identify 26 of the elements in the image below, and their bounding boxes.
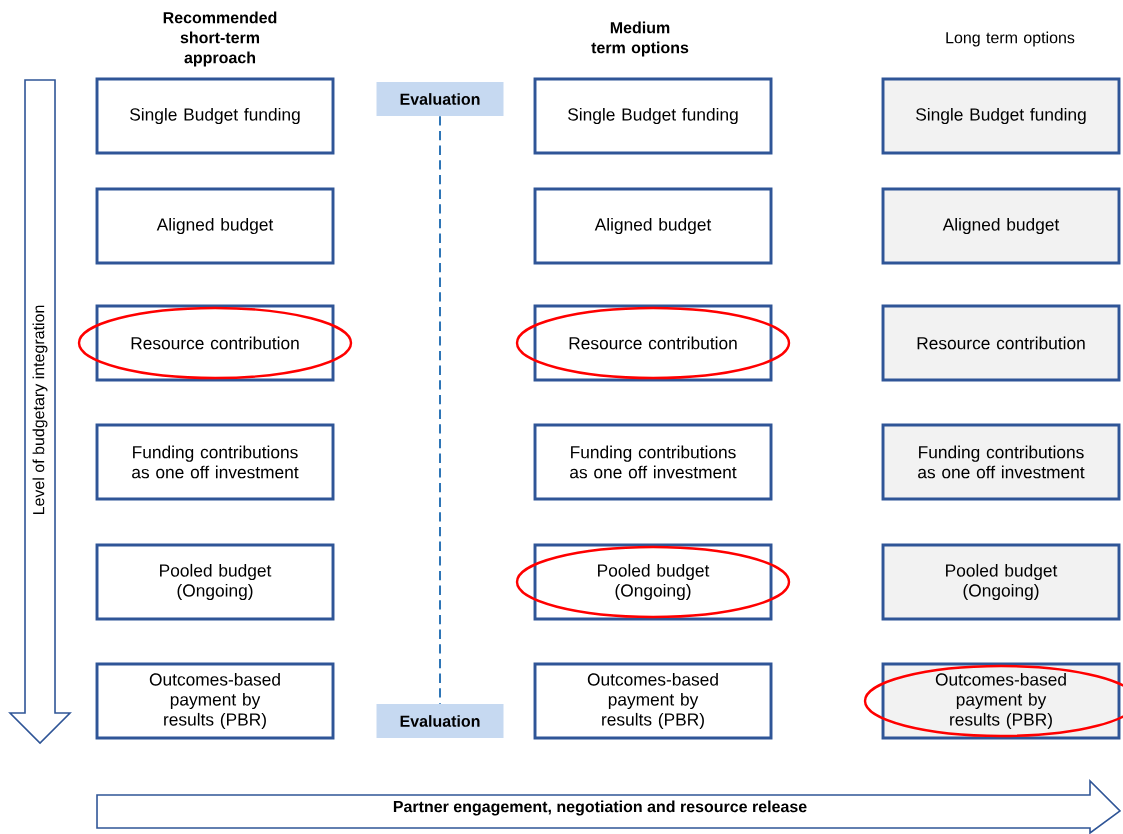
highlight-ellipse [515, 545, 791, 619]
budget-box: Single Budget funding [95, 77, 335, 155]
budget-box: Funding contributions as one off investment [95, 423, 335, 501]
budget-box: Outcomes-based payment by results (PBR) [95, 662, 335, 740]
budget-box: Resource contribution [533, 304, 773, 382]
budget-box: Single Budget funding [881, 77, 1121, 155]
budget-box: Aligned budget [533, 187, 773, 265]
budget-box: Aligned budget [881, 187, 1121, 265]
budget-box: Resource contribution [95, 304, 335, 382]
budget-box: Outcomes-based payment by results (PBR) [881, 662, 1121, 740]
budget-box: Pooled budget (Ongoing) [533, 543, 773, 621]
budget-box: Resource contribution [881, 304, 1121, 382]
budget-box: Aligned budget [95, 187, 335, 265]
column-heading: Medium term options [591, 21, 689, 57]
budget-box: Pooled budget (Ongoing) [881, 543, 1121, 621]
budget-box: Funding contributions as one off investment [881, 423, 1121, 501]
evaluation-box: Evaluation [376, 704, 504, 738]
evaluation-box: Evaluation [376, 82, 504, 116]
budget-box: Outcomes-based payment by results (PBR) [533, 662, 773, 740]
highlight-ellipse [515, 306, 791, 380]
budget-box: Pooled budget (Ongoing) [95, 543, 335, 621]
highlight-ellipse [77, 306, 353, 380]
dashed-line [439, 115, 441, 705]
column-heading: Long term options [946, 31, 1075, 47]
budget-box: Funding contributions as one off investment [533, 423, 773, 501]
budget-box: Single Budget funding [533, 77, 773, 155]
